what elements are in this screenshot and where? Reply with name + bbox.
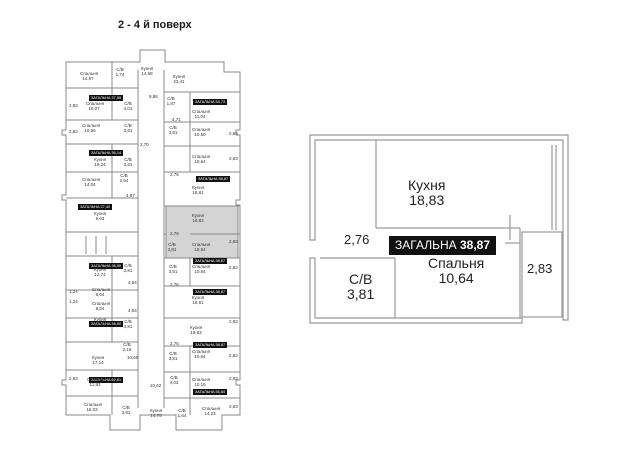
floor-plan-dimension: 10,69 bbox=[127, 355, 139, 360]
apartment-total-tag[interactable]: ЗАГАЛЬНА 36,90 bbox=[89, 263, 124, 269]
apartment-total-tag[interactable]: ЗАГАЛЬНА 27,40 bbox=[78, 204, 113, 210]
floor-plan-dimension: 2,76 bbox=[170, 282, 179, 287]
floor-plan-dimension: 4,64 bbox=[128, 280, 137, 285]
floor-plan-dimension: 2,83 bbox=[229, 239, 238, 244]
apartment-total-tag[interactable]: ЗАГАЛЬНА 37,85 bbox=[89, 95, 124, 101]
floor-plan-dimension: 2,83 bbox=[229, 131, 238, 136]
apartment-total-tag[interactable]: ЗАГАЛЬНА 56,84 bbox=[193, 389, 228, 395]
apartment-total-tag[interactable]: ЗАГАЛЬНА 38,87 bbox=[196, 176, 231, 182]
highlighted-apartment[interactable] bbox=[165, 205, 239, 259]
apartment-total-tag[interactable]: ЗАГАЛЬНА 36,14 bbox=[89, 150, 124, 156]
floor-plan-dimension: 2,83 bbox=[229, 265, 238, 270]
floor-plan-dimension: 2,76 bbox=[170, 172, 179, 177]
floor-plan-dimension: 2,83 bbox=[69, 376, 78, 381]
kitchen-area: 18,83 bbox=[409, 191, 445, 208]
bathroom-area: 3,81 bbox=[347, 285, 375, 302]
total-label: ЗАГАЛЬНА bbox=[395, 238, 457, 252]
floor-plan-dimension: 1,24 bbox=[69, 289, 78, 294]
floor-plan-dimension: 2,83 bbox=[229, 353, 238, 358]
bedroom-label: Спальня 10,64 bbox=[428, 256, 484, 285]
floor-plan-dimension: 2,76 bbox=[170, 231, 179, 236]
apartment-total-tag[interactable]: ЗАГАЛЬНА 38,87 bbox=[193, 258, 228, 264]
total-value: 38,87 bbox=[459, 238, 491, 252]
floor-plan-dimension: 2,83 bbox=[69, 103, 78, 108]
page-title: 2 - 4 й поверх bbox=[118, 19, 192, 31]
unit-total-area-badge: ЗАГАЛЬНА 38,87 bbox=[389, 236, 497, 255]
floor-plan-dimension: 2,76 bbox=[170, 341, 179, 346]
apartment-total-tag[interactable]: ЗАГАЛЬНА 38,87 bbox=[193, 289, 228, 295]
apartment-total-tag[interactable]: ЗАГАЛЬНА 38,87 bbox=[193, 342, 228, 348]
bathroom-name: С/В bbox=[348, 271, 373, 287]
floor-plan-dimension: 2,83 bbox=[229, 319, 238, 324]
bathroom-label: С/В 3,81 bbox=[347, 272, 374, 301]
dim-left: 2,76 bbox=[344, 232, 370, 247]
apartment-total-tag[interactable]: ЗАГАЛЬНА 36,90 bbox=[89, 321, 124, 327]
floor-plan-dimension: 2,83 bbox=[229, 156, 238, 161]
bedroom-name: Спальня bbox=[428, 255, 485, 271]
floor-plan-dimension: 1,24 bbox=[69, 299, 78, 304]
floor-plan-dimension: 4,87 bbox=[126, 193, 135, 198]
kitchen-name: Кухня bbox=[408, 177, 446, 193]
floor-plan-dimension: 2,83 bbox=[229, 376, 238, 381]
floor-plan-dimension: 2,70 bbox=[140, 142, 149, 147]
apartment-total-tag[interactable]: ЗАГАЛЬНА 62,61 bbox=[89, 377, 124, 383]
dim-right: 2,83 bbox=[527, 261, 553, 276]
floor-plan-dimension: 2,83 bbox=[229, 404, 238, 409]
floor-plan-dimension: 4,71 bbox=[172, 117, 181, 122]
floor-plan-dimension: 9,86 bbox=[149, 94, 158, 99]
kitchen-label: Кухня 18,83 bbox=[408, 178, 445, 207]
floor-plan-dimension: 4,64 bbox=[128, 308, 137, 313]
bedroom-area: 10,64 bbox=[438, 269, 474, 286]
apartment-total-tag[interactable]: ЗАГАЛЬНА 54,73 bbox=[193, 99, 228, 105]
floor-plan-dimension: 2,83 bbox=[69, 129, 78, 134]
floor-plan-dimension: 10,62 bbox=[150, 383, 162, 388]
